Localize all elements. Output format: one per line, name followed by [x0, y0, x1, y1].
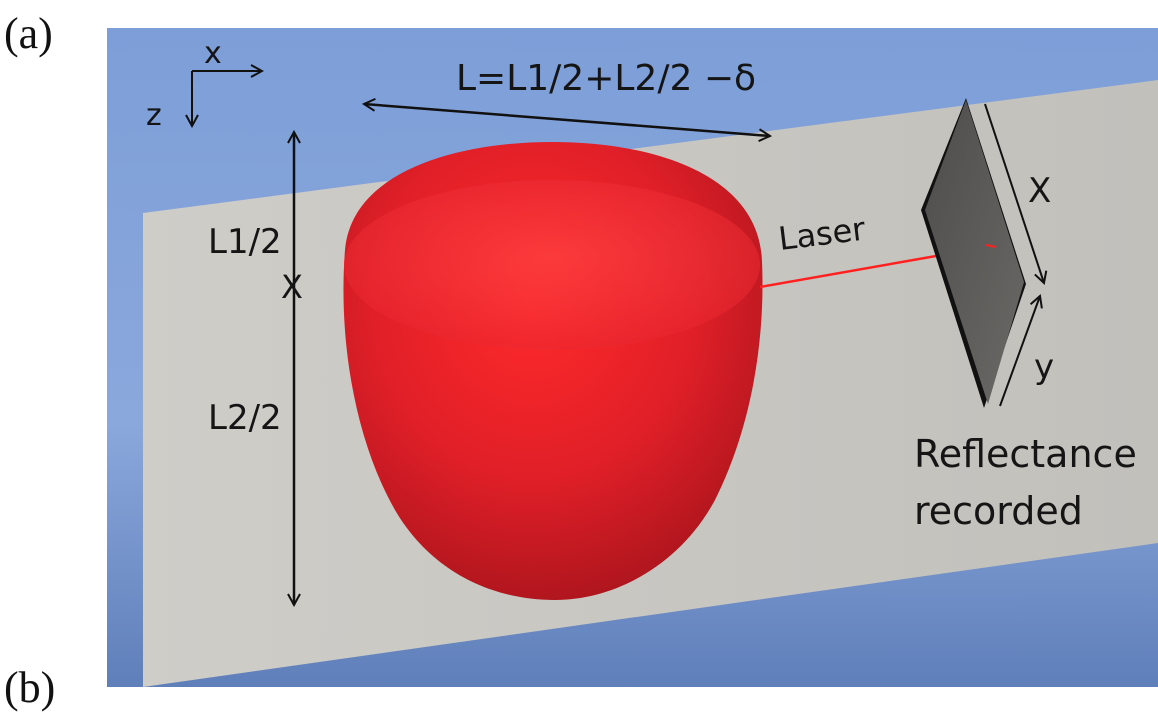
detector-y-label: y [1034, 347, 1054, 387]
detector-axes: X y [984, 103, 1054, 407]
axes-indicator: x z [146, 36, 262, 133]
panel-label: (a) [4, 9, 53, 58]
height-dimension: L1/2 X L2/2 [208, 132, 303, 605]
reflectance-caption-line1: Reflectance [914, 432, 1137, 476]
detector-plate [921, 98, 1026, 408]
half-length-bottom-label: L2/2 [208, 398, 282, 438]
next-panel-label: (b) [4, 663, 56, 712]
reflectance-caption-line2: recorded [914, 489, 1083, 533]
length-dimension: L=L1/2+L2/2 −δ [364, 58, 770, 136]
x-axis-label: x [204, 36, 222, 71]
z-axis-label: z [146, 98, 162, 133]
half-length-top-label: L1/2 [208, 222, 282, 262]
junction-mark: X [281, 268, 303, 306]
laser-beam [759, 254, 937, 289]
drop-setup-diagram: x z L=L1/2+L2/2 −δ L1/2 X L2/2 Laser X y… [107, 28, 1158, 687]
length-formula: L=L1/2+L2/2 −δ [456, 58, 756, 99]
detector-x-label: X [1028, 171, 1051, 211]
red-drop [343, 142, 763, 600]
